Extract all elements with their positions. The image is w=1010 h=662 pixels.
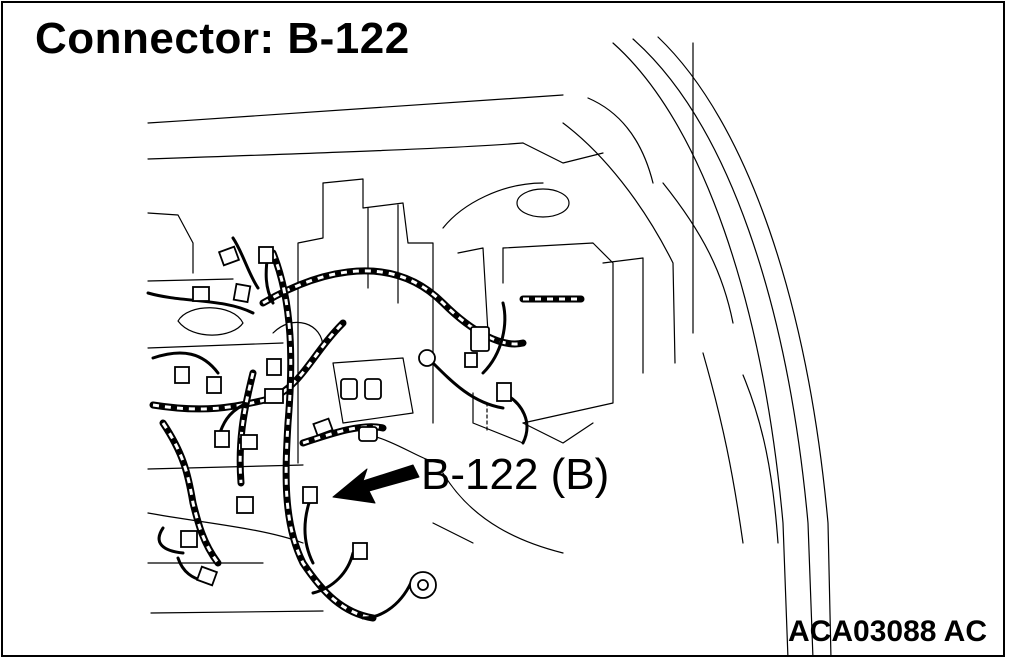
fender-outline <box>562 36 832 655</box>
hood-outline <box>147 94 604 164</box>
engine-components <box>147 178 644 614</box>
engine-bay-illustration <box>146 36 832 655</box>
connector-b-122 <box>302 486 318 504</box>
wiring-harness <box>149 249 585 622</box>
callout-arrow <box>332 464 420 504</box>
diagram-title: Connector: B-122 <box>35 14 410 63</box>
figure-id: ACA03088 AC <box>788 615 987 648</box>
connector-callout-label: B-122 (B) <box>421 450 610 499</box>
connectors <box>174 245 512 599</box>
